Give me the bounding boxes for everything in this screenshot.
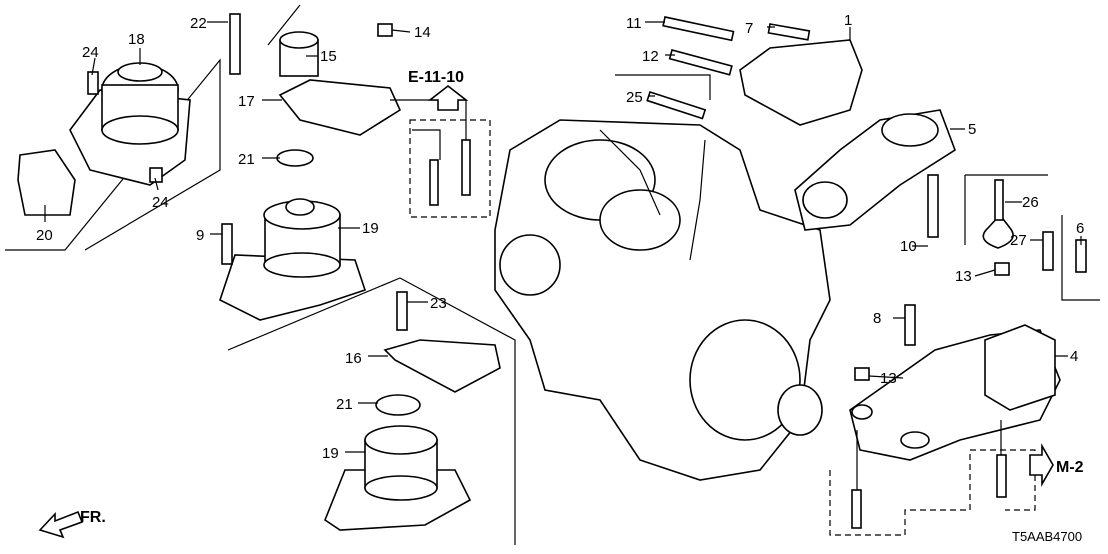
callout-number[interactable]: 21: [336, 396, 353, 413]
callout-number[interactable]: 22: [190, 15, 207, 32]
stud: [429, 159, 439, 206]
diagram-code: T5AAB4700: [1012, 529, 1082, 544]
stud: [461, 139, 471, 196]
mount-19: [324, 425, 472, 531]
nut-13: [994, 262, 1010, 276]
stopper-21: [375, 394, 421, 416]
arrow-up: [427, 84, 469, 111]
bolt-10: [927, 174, 939, 238]
callout-number[interactable]: 27: [1010, 232, 1027, 249]
callout-number[interactable]: 23: [430, 295, 447, 312]
mount-18: [17, 62, 191, 216]
callout-number[interactable]: 26: [1022, 194, 1039, 211]
reference-e-11-10[interactable]: E-11-10: [408, 69, 464, 86]
bolt-9: [221, 223, 233, 265]
callout-number[interactable]: 19: [362, 220, 379, 237]
nut-13: [854, 367, 870, 381]
callout-number[interactable]: 21: [238, 151, 255, 168]
stud: [851, 489, 862, 529]
bolt-8: [904, 304, 916, 346]
callout-number[interactable]: 25: [626, 89, 643, 106]
bushing-15: [279, 31, 319, 77]
callout-number[interactable]: 9: [196, 227, 204, 244]
group-divider: [267, 4, 301, 46]
bolt-26: [994, 179, 1004, 221]
nut-14: [377, 23, 393, 37]
callout-number[interactable]: 24: [82, 44, 99, 61]
callout-number[interactable]: 4: [1070, 348, 1078, 365]
engine-assembly: [494, 119, 831, 481]
bracket-1: [739, 39, 863, 126]
front-direction-label: FR.: [80, 509, 106, 526]
callout-number[interactable]: 16: [345, 350, 362, 367]
bracket-16: [383, 339, 501, 393]
callout-number[interactable]: 11: [626, 15, 642, 32]
callout-number[interactable]: 13: [880, 370, 897, 387]
dashed-box: [829, 449, 1036, 536]
bolt-23: [396, 291, 408, 331]
callout-number[interactable]: 5: [968, 121, 976, 138]
callout-number[interactable]: 1: [844, 12, 852, 29]
bolt-22: [229, 13, 241, 75]
front-arrow-icon: [38, 510, 84, 539]
group-divider: [5, 58, 221, 251]
callout-number[interactable]: 15: [320, 48, 337, 65]
callout-number[interactable]: 7: [745, 20, 753, 37]
mount-4: [849, 324, 1061, 461]
callout-number[interactable]: 19: [322, 445, 339, 462]
group-divider: [227, 277, 516, 545]
bolt-7: [767, 23, 811, 41]
stud: [996, 454, 1007, 498]
bracket-17: [278, 79, 402, 136]
callout-number[interactable]: 14: [414, 24, 431, 41]
mount-19: [219, 198, 367, 321]
callout-number[interactable]: 10: [900, 238, 917, 255]
arrow-right: [1029, 443, 1054, 487]
bolt-27: [1042, 231, 1054, 271]
callout-number[interactable]: 12: [642, 48, 659, 65]
stopper-26: [982, 213, 1014, 249]
callout-number[interactable]: 17: [238, 93, 255, 110]
bolt-12: [668, 49, 733, 76]
stopper-21: [276, 149, 314, 167]
reference-m-2[interactable]: M-2: [1056, 459, 1084, 476]
callout-number[interactable]: 20: [36, 227, 53, 244]
callout-number[interactable]: 8: [873, 310, 881, 327]
bolt-25: [646, 90, 707, 120]
callout-number[interactable]: 13: [955, 268, 972, 285]
group-divider: [964, 174, 1100, 301]
dashed-box: [409, 119, 491, 218]
callout-number[interactable]: 24: [152, 194, 169, 211]
bolt-11: [662, 16, 735, 42]
callout-number[interactable]: 18: [128, 31, 145, 48]
callout-number[interactable]: 6: [1076, 220, 1084, 237]
